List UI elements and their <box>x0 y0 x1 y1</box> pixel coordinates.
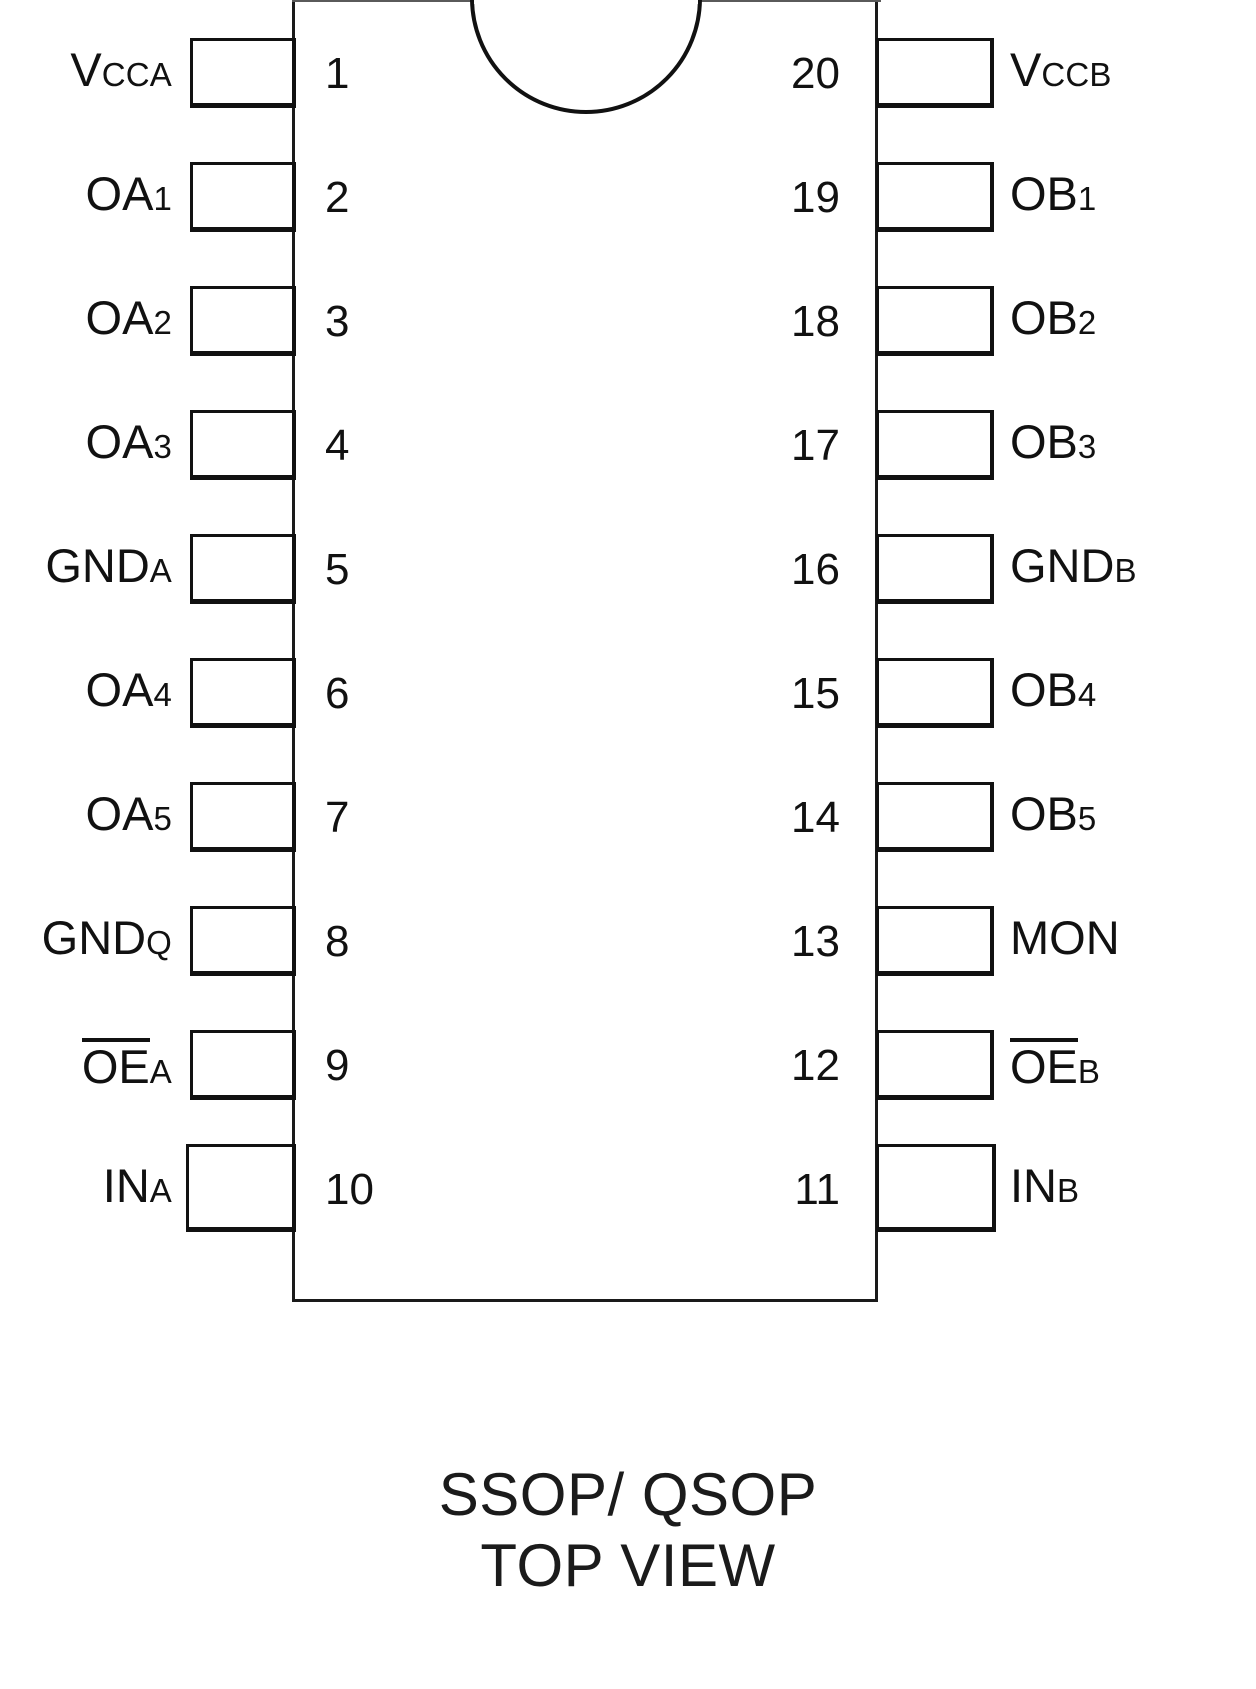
chip-body-outline <box>292 0 878 1302</box>
pin-pad-16[interactable] <box>876 534 994 604</box>
pin-label-left-6: OA4 <box>85 663 172 716</box>
pin-pad-3[interactable] <box>190 286 296 356</box>
pin-row: GNDA 5 GNDB 16 <box>0 496 1256 620</box>
caption: SSOP/ QSOP TOP VIEW <box>0 1460 1256 1602</box>
pin-row: OA5 7 OB5 14 <box>0 744 1256 868</box>
pin-label-right-13: MON <box>1010 911 1120 964</box>
pin-label-right-11: INB <box>1010 1159 1080 1212</box>
pin-number-14: 14 <box>791 793 840 842</box>
pin-label-right-12: OEB <box>1010 1038 1101 1093</box>
pin-label-right-15: OB4 <box>1010 663 1097 716</box>
pin-number-5: 5 <box>325 545 350 594</box>
pin-pad-11[interactable] <box>876 1144 996 1232</box>
pin-number-17: 17 <box>791 421 840 470</box>
pin-number-2: 2 <box>325 173 350 222</box>
pin-label-right-14: OB5 <box>1010 787 1097 840</box>
pin-number-20: 20 <box>791 49 840 98</box>
pin-row: OA3 4 OB3 17 <box>0 372 1256 496</box>
pin-number-19: 19 <box>791 173 840 222</box>
pin-pad-4[interactable] <box>190 410 296 480</box>
pin-label-left-1: VCCA <box>70 43 172 96</box>
pin-number-6: 6 <box>325 669 350 718</box>
pin-pad-1[interactable] <box>190 38 296 108</box>
pin-label-right-20: VCCB <box>1010 43 1112 96</box>
pin-row: VCCA 1 VCCB 20 <box>0 0 1256 124</box>
pin-row: INA 10 INB 11 <box>0 1116 1256 1240</box>
chip-top-edge-left <box>292 0 474 2</box>
pin-pad-14[interactable] <box>876 782 994 852</box>
pin-pad-7[interactable] <box>190 782 296 852</box>
pin-label-left-10: INA <box>102 1159 172 1212</box>
pin-row: OA4 6 OB4 15 <box>0 620 1256 744</box>
pin-pad-18[interactable] <box>876 286 994 356</box>
pin-number-10: 10 <box>325 1165 374 1214</box>
caption-view: TOP VIEW <box>480 1531 776 1599</box>
pin-label-left-5: GNDA <box>45 539 172 592</box>
pin-number-15: 15 <box>791 669 840 718</box>
pin-label-left-3: OA2 <box>85 291 172 344</box>
pin-number-13: 13 <box>791 917 840 966</box>
pin-row: GNDQ 8 MON 13 <box>0 868 1256 992</box>
pin-pad-17[interactable] <box>876 410 994 480</box>
pin-pad-8[interactable] <box>190 906 296 976</box>
pin-pad-12[interactable] <box>876 1030 994 1100</box>
pin-row: OEA 9 OEB 12 <box>0 992 1256 1116</box>
pin-pad-2[interactable] <box>190 162 296 232</box>
pin-number-18: 18 <box>791 297 840 346</box>
pin-number-16: 16 <box>791 545 840 594</box>
pin-pad-9[interactable] <box>190 1030 296 1100</box>
pin-pad-5[interactable] <box>190 534 296 604</box>
pin-label-left-4: OA3 <box>85 415 172 468</box>
caption-package: SSOP/ QSOP <box>438 1461 818 1528</box>
notch-mask <box>474 0 698 4</box>
pin-number-4: 4 <box>325 421 350 470</box>
pin-number-3: 3 <box>325 297 350 346</box>
pin-pad-13[interactable] <box>876 906 994 976</box>
chip-top-edge-right <box>698 0 881 2</box>
pin-label-right-17: OB3 <box>1010 415 1097 468</box>
pin-pad-6[interactable] <box>190 658 296 728</box>
pin-row: OA2 3 OB2 18 <box>0 248 1256 372</box>
pin-row: OA1 2 OB1 19 <box>0 124 1256 248</box>
pin-number-9: 9 <box>325 1041 350 1090</box>
pin-label-left-7: OA5 <box>85 787 172 840</box>
pin-number-11: 11 <box>794 1165 840 1214</box>
pin-pad-19[interactable] <box>876 162 994 232</box>
pin-number-8: 8 <box>325 917 350 966</box>
pin-pad-20[interactable] <box>876 38 994 108</box>
pin-label-left-8: GNDQ <box>41 911 172 964</box>
pin-label-left-2: OA1 <box>85 167 172 220</box>
pin-label-right-18: OB2 <box>1010 291 1097 344</box>
pin-number-12: 12 <box>791 1041 840 1090</box>
pin-number-7: 7 <box>325 793 350 842</box>
pin-label-right-19: OB1 <box>1010 167 1097 220</box>
pin-pad-15[interactable] <box>876 658 994 728</box>
pin-label-right-16: GNDB <box>1010 539 1137 592</box>
pin-label-left-9: OEA <box>81 1038 172 1093</box>
pin-number-1: 1 <box>325 49 350 98</box>
pin-pad-10[interactable] <box>186 1144 296 1232</box>
